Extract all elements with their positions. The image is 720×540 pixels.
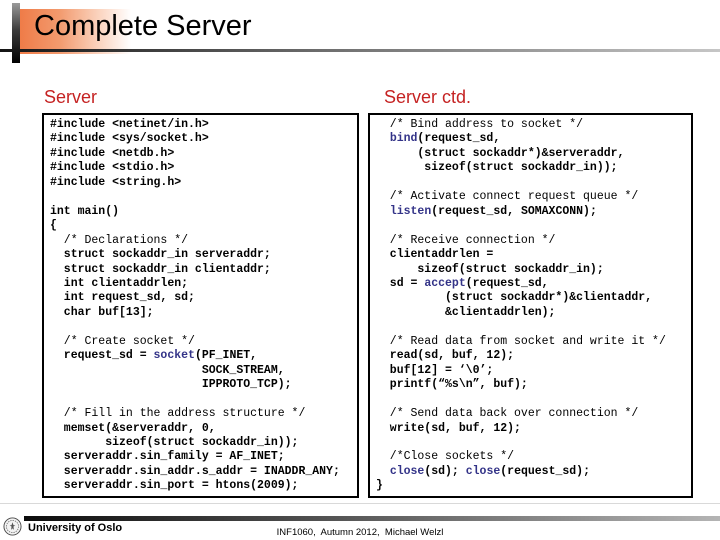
code-line: /* Activate connect request queue */ bbox=[376, 190, 639, 204]
code-line: /* Bind address to socket */ bbox=[376, 118, 584, 131]
code-line: int main() bbox=[50, 204, 120, 218]
code-line: read(sd, buf, 12); bbox=[376, 349, 515, 363]
code-line: serveraddr.sin_addr.s_addr = INADDR_ANY; bbox=[50, 464, 340, 478]
code-line bbox=[376, 436, 691, 450]
code-line: write(sd, buf, 12); bbox=[376, 421, 521, 435]
accent-orange-rect bbox=[18, 9, 136, 54]
code-line: bind(request_sd, bbox=[389, 132, 501, 146]
code-line: /* Send data back over connection */ bbox=[376, 407, 639, 421]
code-line: buf[12] = ‘\0’; bbox=[376, 363, 494, 377]
code-line: sizeof(struct sockaddr_in)); bbox=[50, 435, 299, 449]
code-line bbox=[376, 320, 691, 334]
code-line: /* Fill in the address structure */ bbox=[50, 407, 306, 421]
code-line: struct sockaddr_in clientaddr; bbox=[50, 262, 271, 276]
left-column-heading: Server bbox=[44, 87, 98, 107]
code-line: close(sd); close(request_sd); bbox=[389, 464, 590, 478]
university-of-oslo-logo-icon bbox=[3, 517, 22, 536]
code-line: #include <stdio.h> bbox=[50, 161, 175, 175]
code-line: /* Read data from socket and write it */ bbox=[376, 334, 666, 348]
code-line: &clientaddrlen); bbox=[376, 305, 556, 319]
code-line: sd = accept(request_sd, bbox=[376, 276, 549, 290]
code-line: clientaddrlen = bbox=[376, 248, 494, 262]
code-line: #include <sys/socket.h> bbox=[50, 132, 209, 146]
code-line: sizeof(struct sockaddr_in); bbox=[376, 262, 604, 276]
code-line: SOCK_STREAM, bbox=[50, 363, 285, 377]
code-line: int clientaddrlen; bbox=[50, 276, 189, 290]
code-line bbox=[376, 176, 691, 190]
code-line: (struct sockaddr*)&serveraddr, bbox=[376, 146, 625, 160]
code-line: serveraddr.sin_port = htons(2009); bbox=[50, 479, 299, 493]
title-underline bbox=[0, 49, 720, 52]
course-credit-text: INF1060, Autumn 2012, Michael Welzl bbox=[276, 527, 444, 538]
code-line: char buf[13]; bbox=[50, 305, 154, 319]
code-line: /*Close sockets */ bbox=[376, 450, 515, 464]
footer-hairline bbox=[0, 503, 720, 504]
code-line bbox=[50, 393, 357, 407]
code-line: { bbox=[50, 219, 57, 233]
left-code-box: #include <netinet/in.h>#include <sys/soc… bbox=[42, 113, 359, 498]
code-line: memset(&serveraddr, 0, bbox=[50, 421, 216, 435]
code-line: IPPROTO_TCP); bbox=[50, 378, 292, 392]
code-line: printf(“%s\n”, buf); bbox=[376, 378, 528, 392]
right-column-heading: Server ctd. bbox=[384, 87, 472, 107]
code-line: /* Create socket */ bbox=[50, 334, 195, 348]
page-title: Complete Server bbox=[34, 10, 252, 42]
code-line: int request_sd, sd; bbox=[50, 291, 195, 305]
code-line bbox=[376, 393, 691, 407]
right-code-box: /* Bind address to socket */ bind(reques… bbox=[368, 113, 693, 498]
code-line bbox=[376, 219, 691, 233]
code-line: #include <string.h> bbox=[50, 175, 182, 189]
code-line bbox=[50, 320, 357, 334]
code-line bbox=[50, 190, 357, 204]
code-line: request_sd = socket(PF_INET, bbox=[50, 349, 258, 363]
code-line: listen(request_sd, SOMAXCONN); bbox=[389, 204, 597, 218]
code-line: #include <netdb.h> bbox=[50, 146, 175, 160]
code-line: struct sockaddr_in serveraddr; bbox=[50, 248, 271, 262]
code-line: serveraddr.sin_family = AF_INET; bbox=[50, 450, 285, 464]
footer-gradient-bar bbox=[24, 516, 720, 521]
university-name: University of Oslo bbox=[28, 522, 123, 534]
code-line: (struct sockaddr*)&clientaddr, bbox=[376, 291, 653, 305]
accent-vertical-bar bbox=[12, 3, 20, 63]
code-line: sizeof(struct sockaddr_in)); bbox=[376, 161, 618, 175]
code-line: #include <netinet/in.h> bbox=[50, 118, 209, 131]
code-line: } bbox=[376, 479, 383, 493]
code-line: /* Receive connection */ bbox=[376, 233, 556, 247]
code-line: /* Declarations */ bbox=[50, 233, 189, 247]
